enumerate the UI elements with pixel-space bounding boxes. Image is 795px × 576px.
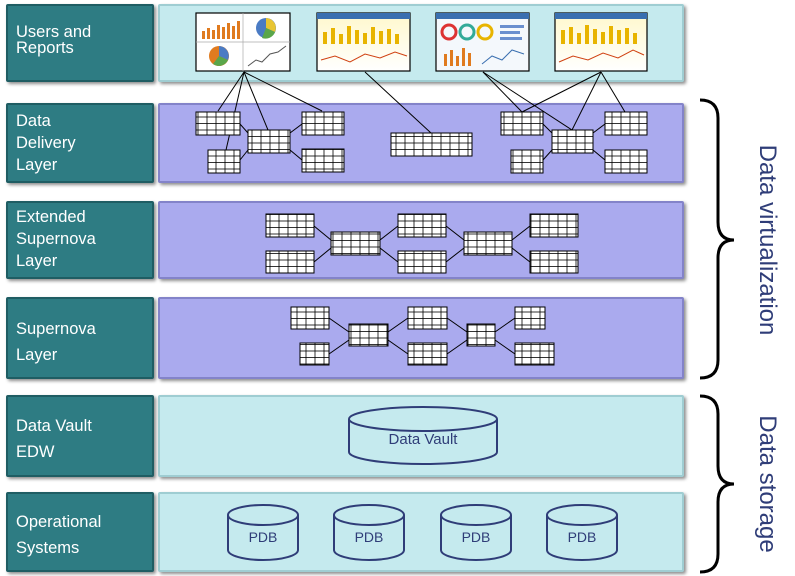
pdb-label: PDB: [355, 529, 384, 545]
label-line: EDW: [16, 443, 55, 461]
label-line: Systems: [16, 539, 80, 557]
table-icon: [247, 129, 291, 154]
table-icon: [265, 250, 315, 274]
table-icon: [466, 323, 496, 347]
label-line: Delivery: [16, 134, 76, 152]
pdb-cylinder: [546, 504, 618, 561]
layer-label-data-delivery: Data Delivery Layer: [6, 103, 154, 183]
report-thumbnail-1: [195, 12, 291, 72]
data-vault-cylinder: [348, 406, 498, 465]
table-icon: [514, 342, 555, 366]
label-line: Data Vault: [16, 417, 92, 435]
report-thumbnail-2: [316, 12, 411, 72]
table-icon: [397, 213, 447, 238]
pdb-cylinder: [333, 504, 405, 561]
pdb-label: PDB: [568, 529, 597, 545]
report-connectors: [217, 71, 626, 151]
layer-label-supernova: Supernova Layer: [6, 297, 154, 379]
table-icon: [301, 111, 345, 136]
table-icon: [551, 129, 594, 154]
layer-label-users-reports: Users and Reports: [6, 4, 154, 82]
bracket-storage: [699, 394, 735, 574]
table-icon: [330, 231, 381, 256]
pdb-cylinder: [227, 504, 299, 561]
label-line: Users and: [16, 23, 92, 41]
table-icon: [529, 213, 579, 238]
table-icon: [500, 111, 544, 136]
table-icon: [514, 306, 546, 330]
table-icon: [348, 323, 389, 347]
layer-box-data-delivery: [158, 103, 684, 183]
table-icon: [604, 149, 648, 174]
pdb-cylinder: [440, 504, 512, 561]
table-icon: [529, 250, 579, 274]
table-icon: [299, 342, 330, 366]
label-line: Supernova: [16, 320, 96, 338]
label-line: Supernova: [16, 230, 96, 248]
table-icon: [301, 148, 345, 173]
table-icon: [407, 306, 448, 330]
report-thumbnail-3: [435, 12, 530, 72]
table-icon: [290, 306, 330, 330]
extended-connectors: [313, 225, 531, 263]
table-icon: [390, 132, 473, 157]
report-thumbnail-4: [554, 12, 648, 72]
layer-label-operational-systems: Operational Systems: [6, 492, 154, 572]
label-line: Layer: [16, 252, 58, 270]
label-line: Reports: [16, 39, 74, 57]
label-line: Operational: [16, 513, 102, 531]
delivery-connectors: [239, 123, 606, 161]
label-line: Layer: [16, 346, 58, 364]
table-icon: [407, 342, 448, 366]
data-storage-label: Data storage: [754, 415, 781, 553]
table-icon: [463, 231, 513, 256]
layer-label-data-vault-edw: Data Vault EDW: [6, 395, 154, 477]
data-vault-label: Data Vault: [389, 431, 459, 448]
bracket-virtualization: [699, 98, 735, 380]
supernova-connectors: [328, 317, 516, 355]
data-virtualization-label: Data virtualization: [754, 144, 781, 336]
pdb-label: PDB: [462, 529, 491, 545]
table-icon: [510, 149, 544, 174]
table-icon: [207, 149, 241, 174]
pdb-label: PDB: [249, 529, 278, 545]
table-icon: [195, 111, 241, 136]
table-icon: [397, 250, 447, 274]
table-icon: [265, 213, 315, 238]
label-line: Data: [16, 112, 51, 130]
table-icon: [604, 111, 648, 136]
layer-label-extended-supernova: Extended Supernova Layer: [6, 201, 154, 279]
label-line: Layer: [16, 156, 58, 174]
label-line: Extended: [16, 208, 86, 226]
